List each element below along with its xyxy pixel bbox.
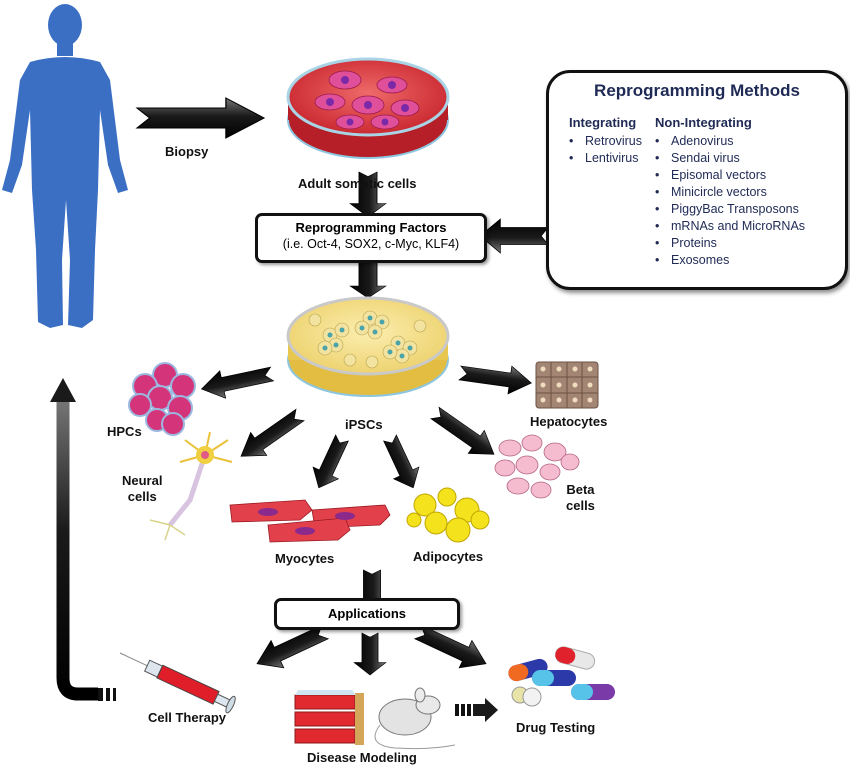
- beta-cells-label: Beta cells: [566, 482, 595, 514]
- neural-label-line2: cells: [127, 489, 157, 504]
- method-item: Exosomes: [655, 252, 805, 269]
- method-item: Episomal vectors: [655, 167, 805, 184]
- neural-cell-icon: [149, 431, 233, 541]
- integrating-heading: Integrating: [569, 115, 637, 130]
- method-item: PiggyBac Transposons: [655, 201, 805, 218]
- ipsc-dish-icon: [286, 296, 450, 397]
- method-item: Adenovirus: [655, 133, 805, 150]
- cell-therapy-label: Cell Therapy: [148, 710, 227, 725]
- non-integrating-heading: Non-Integrating: [655, 115, 752, 130]
- applications-title: Applications: [327, 606, 406, 621]
- drug-capsules-icon: [508, 646, 615, 707]
- method-item: Minicircle vectors: [655, 184, 805, 201]
- arrow-to-hpcs: [198, 359, 276, 404]
- method-item: Retrovirus: [569, 133, 642, 150]
- factors-subtitle: (i.e. Oct-4, SOX2, c-Myc, KLF4): [282, 237, 460, 251]
- human-silhouette-icon: [2, 4, 128, 328]
- somatic-cells-dish-icon: [286, 57, 450, 159]
- culture-flasks-icon: [294, 690, 364, 745]
- adipocytes-label: Adipocytes: [413, 549, 484, 564]
- integrating-column: Integrating Retrovirus Lentivirus: [569, 115, 642, 167]
- mouse-to-drug-arrow: [455, 698, 498, 722]
- biopsy-label: Biopsy: [165, 144, 209, 159]
- method-item: mRNAs and MicroRNAs: [655, 218, 805, 235]
- arrow-to-myocytes: [305, 431, 356, 495]
- ipsc-label: iPSCs: [345, 417, 383, 432]
- reprogramming-methods-box: Reprogramming Methods Integrating Retrov…: [546, 70, 848, 290]
- hepatocytes-label: Hepatocytes: [530, 414, 608, 429]
- method-item: Lentivirus: [569, 150, 642, 167]
- arrow-to-neural: [232, 403, 309, 469]
- feedback-arrow: [50, 378, 116, 701]
- neural-cells-label: Neural cells: [122, 473, 162, 505]
- myocytes-icon: [229, 499, 391, 543]
- biopsy-arrow: [136, 97, 265, 139]
- disease-modeling-label: Disease Modeling: [307, 750, 417, 765]
- hpcs-icon: [128, 362, 196, 436]
- syringe-icon: [119, 652, 236, 714]
- arrow-to-beta: [426, 401, 503, 467]
- hpcs-label: HPCs: [107, 424, 142, 439]
- arrow-to-disease-modeling: [353, 632, 387, 676]
- down-arrow-to-ipsc: [349, 257, 387, 299]
- adipocytes-icon: [406, 487, 490, 543]
- neural-label-line1: Neural: [122, 473, 163, 488]
- methods-to-factors-arrow: [479, 218, 549, 254]
- arrow-to-hepatocytes: [457, 358, 534, 398]
- reprogramming-factors-box: Reprogramming Factors (i.e. Oct-4, SOX2,…: [255, 213, 487, 263]
- methods-title: Reprogramming Methods: [594, 81, 800, 100]
- myocytes-label: Myocytes: [275, 551, 335, 566]
- beta-label-line2: cells: [566, 498, 595, 513]
- applications-box: Applications: [274, 598, 460, 630]
- arrow-to-adipocytes: [376, 431, 427, 495]
- beta-cells-icon: [494, 434, 580, 499]
- drug-testing-label: Drug Testing: [516, 720, 596, 735]
- method-item: Sendai virus: [655, 150, 805, 167]
- somatic-cells-label: Adult somatic cells: [298, 176, 417, 191]
- beta-label-line1: Beta: [566, 482, 595, 497]
- method-item: Proteins: [655, 235, 805, 252]
- non-integrating-column: Non-Integrating Adenovirus Sendai virus …: [655, 115, 805, 269]
- factors-title: Reprogramming Factors: [295, 220, 447, 235]
- mouse-icon: [374, 687, 456, 750]
